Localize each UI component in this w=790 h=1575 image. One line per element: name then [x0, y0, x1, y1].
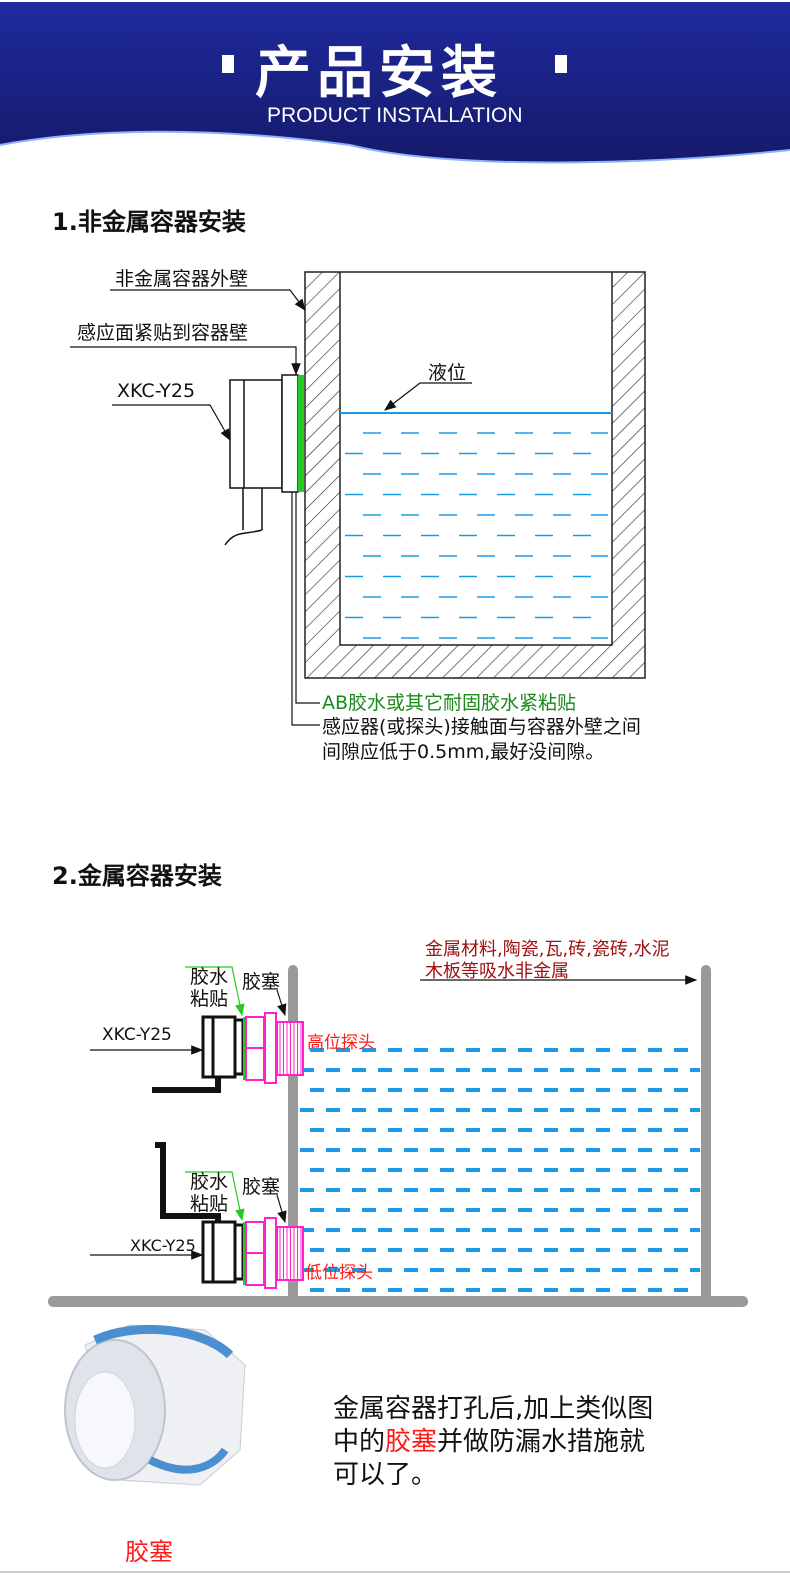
bullet-left-icon [222, 55, 234, 73]
gap-note-2: 间隙应低于0.5mm,最好没间隙。 [322, 741, 605, 763]
label-model: XKC-Y25 [117, 380, 196, 402]
section1-title: 1.非金属容器安装 [52, 208, 246, 236]
instruction-line-1: 金属容器打孔后,加上类似图 [333, 1394, 654, 1424]
cable-low [155, 1142, 221, 1222]
high-probe-label: 高位探头 [307, 1033, 375, 1053]
instruction-line-3: 可以了。 [333, 1460, 438, 1490]
instruction-text: 金属容器打孔后,加上类似图 中的胶塞并做防漏水措施就 可以了。 [333, 1393, 653, 1492]
nonmetal-container [304, 271, 646, 679]
header-subtitle: PRODUCT INSTALLATION [267, 104, 523, 127]
low-glue-label-1: 胶水 [190, 1171, 229, 1193]
high-model-label: XKC-Y25 [102, 1025, 172, 1045]
gap-note-1: 感应器(或探头)接触面与容器外壁之间 [322, 716, 641, 738]
materials-note-1: 金属材料,陶瓷,瓦,砖,瓷砖,水泥 [425, 939, 670, 960]
high-probe-assembly [201, 1012, 304, 1084]
plug-caption: 胶塞 [125, 1538, 173, 1566]
instruction-line-2: 中的胶塞并做防漏水措施就 [333, 1427, 646, 1457]
metal-container [48, 965, 748, 1307]
rubber-plug-image [64, 1324, 246, 1486]
label-sensing-face: 感应面紧贴到容器壁 [77, 322, 249, 344]
high-plug-label: 胶塞 [242, 971, 281, 993]
low-plug-label: 胶塞 [242, 1176, 281, 1198]
low-glue-label-2: 粘贴 [190, 1193, 229, 1215]
low-probe-assembly [201, 1217, 304, 1289]
label-liquid-level: 液位 [428, 362, 467, 384]
low-model-label: XKC-Y25 [130, 1236, 196, 1255]
cable-high [152, 1077, 221, 1093]
high-glue-label-1: 胶水 [190, 966, 229, 988]
high-glue-label-2: 粘贴 [190, 988, 229, 1010]
header-banner [0, 2, 790, 163]
instruction-highlight: 胶塞 [385, 1427, 438, 1457]
materials-note-2: 木板等吸水非金属 [425, 961, 569, 982]
sensor-xkc-y25 [224, 374, 304, 546]
glue-note: AB胶水或其它耐固胶水紧粘贴 [322, 692, 577, 714]
header-title: 产品安装 [255, 41, 503, 106]
low-probe-label: 低位探头 [305, 1263, 373, 1283]
label-outer-wall: 非金属容器外壁 [115, 268, 249, 290]
bullet-right-icon [555, 55, 567, 73]
section2-title: 2.金属容器安装 [52, 862, 222, 890]
